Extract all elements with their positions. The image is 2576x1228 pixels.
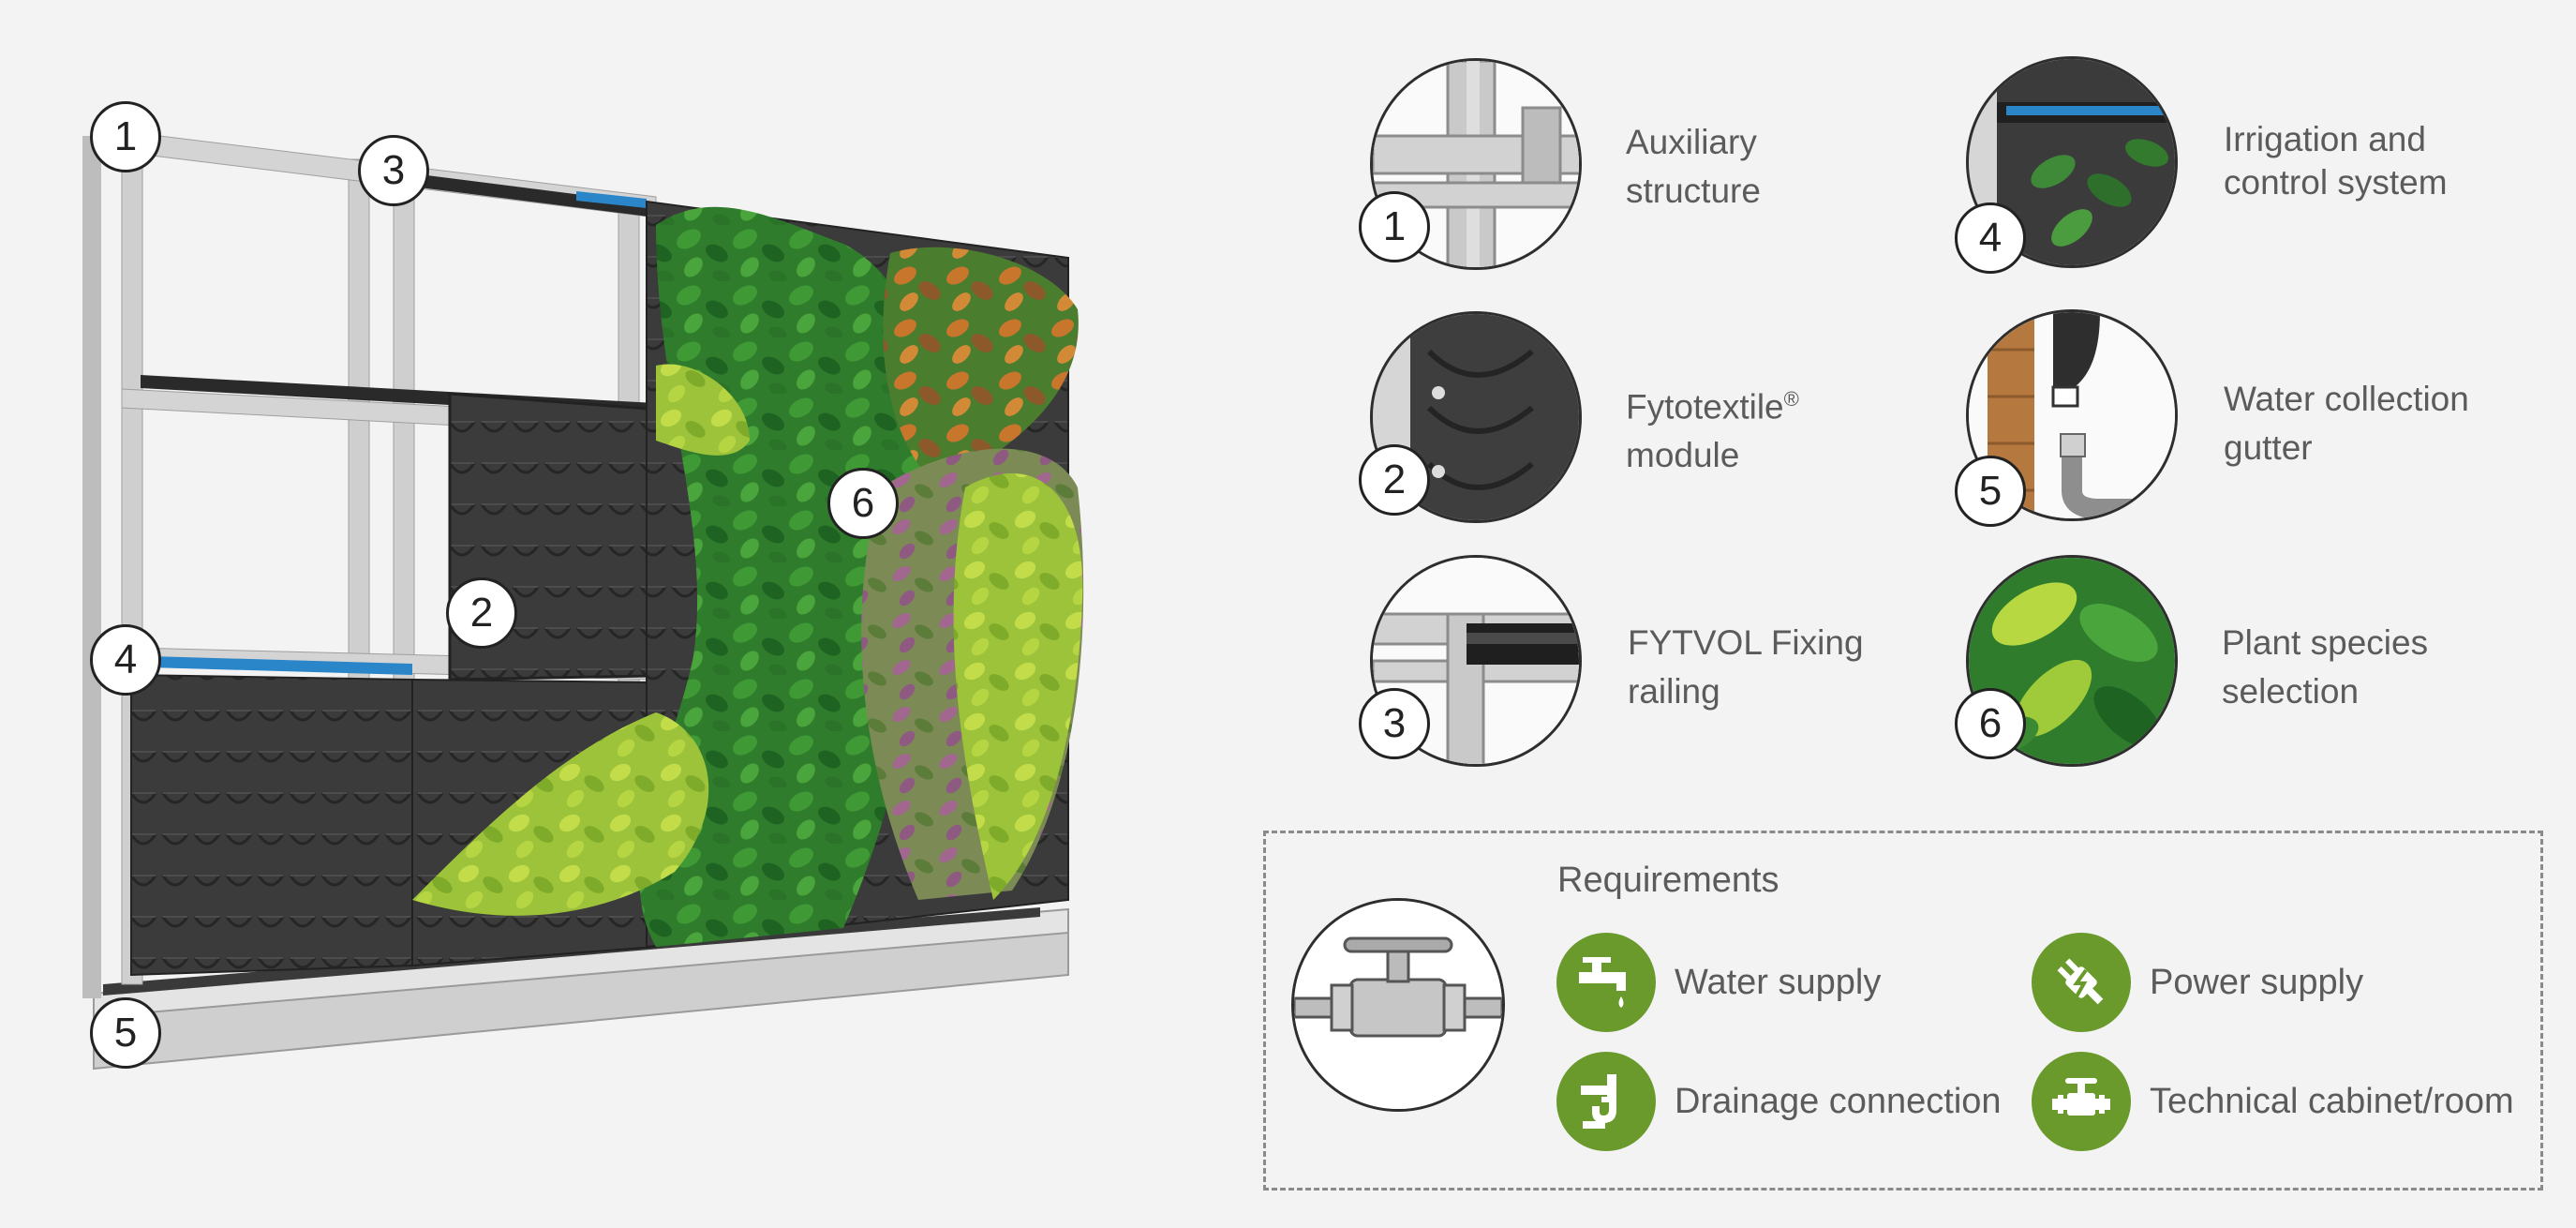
component-2-label-suffix: module — [1626, 436, 1740, 475]
component-6-label: Plant species selection — [2222, 623, 2429, 711]
component-2-number: 2 — [1359, 444, 1430, 516]
component-2-label-name: Fytotextile — [1626, 387, 1784, 427]
gutter-drain-icon — [1966, 309, 2178, 521]
drain-trap-icon — [1556, 1052, 1656, 1151]
requirement-drainage-connection: Drainage connection — [1556, 1052, 2002, 1151]
requirement-water-supply: Water supply — [1556, 933, 1881, 1032]
requirement-power-supply: Power supply — [2032, 933, 2363, 1032]
requirement-drainage-connection-label: Drainage connection — [1675, 1081, 2002, 1121]
frame-corner-icon — [1370, 58, 1582, 270]
requirements-panel — [1263, 831, 2543, 1191]
component-2-label: Fytotextile® module — [1626, 375, 1841, 480]
registered-mark: ® — [1783, 387, 1799, 411]
callout-3: 3 — [358, 135, 429, 206]
component-4-number: 4 — [1955, 202, 2026, 274]
water-tap-icon — [1556, 933, 1656, 1032]
valve-icon — [2032, 1052, 2131, 1151]
requirement-power-supply-label: Power supply — [2150, 962, 2364, 1002]
callout-2: 2 — [446, 577, 517, 649]
fixing-rail-icon — [1370, 555, 1582, 767]
power-plug-icon — [2032, 933, 2131, 1032]
callout-1: 1 — [90, 101, 161, 172]
irrigation-pipe-icon — [1966, 56, 2178, 268]
requirement-technical-cabinet: Technical cabinet/room — [2032, 1052, 2514, 1151]
component-3-label: FYTVOL Fixing railing — [1628, 623, 1864, 711]
requirement-water-supply-label: Water supply — [1675, 962, 1882, 1002]
callout-4: 4 — [90, 624, 161, 696]
component-6-number: 6 — [1955, 688, 2026, 759]
requirement-technical-cabinet-label: Technical cabinet/room — [2150, 1081, 2514, 1121]
component-1-number: 1 — [1359, 191, 1430, 262]
component-3-number: 3 — [1359, 688, 1430, 759]
component-1-label: Auxiliary structure — [1626, 123, 1761, 210]
component-4-label: Irrigation and control system — [2224, 120, 2448, 202]
component-5-label: Water collection gutter — [2224, 380, 2469, 467]
requirements-title: Requirements — [1557, 861, 1779, 900]
component-5-number: 5 — [1955, 456, 2026, 527]
valve-illustration — [1291, 898, 1505, 1112]
callout-5: 5 — [90, 997, 161, 1069]
green-wall-drawing — [82, 130, 1084, 1071]
callout-6: 6 — [827, 468, 899, 539]
green-wall-illustration: 1 3 2 6 4 5 — [0, 0, 1153, 1223]
